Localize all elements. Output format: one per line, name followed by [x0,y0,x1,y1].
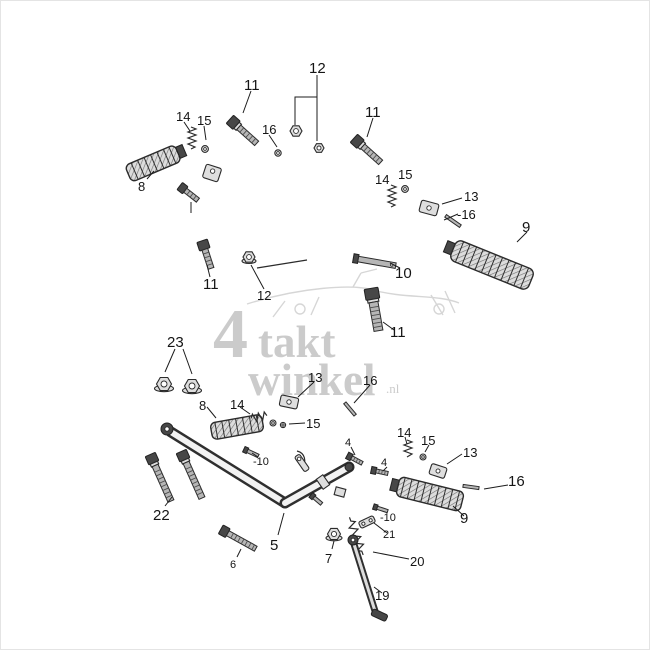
footpeg-rubber-rear-left [210,414,264,440]
bolt-11-top-right [350,134,384,166]
part-label: 15 [398,167,413,182]
spring-top-left [186,126,198,150]
nut-12-b [313,143,325,153]
washer-rear-left-a [269,419,277,427]
flange-nut-7 [325,527,343,542]
part-label: 9 [460,510,469,527]
part-label: 13 [308,370,323,385]
washer-rear-right [419,453,427,461]
part-label: 10 [395,265,412,282]
part-label: 16 [262,122,277,137]
part-label: -10 [380,512,396,524]
part-label: 4 [381,457,388,469]
flange-nut-23-a [153,376,175,393]
part-label: -16 [457,207,476,222]
mount-plate-13-right [418,199,440,217]
cap-nut-12-a [289,125,303,137]
part-label: 20 [410,554,425,569]
part-label: 12 [309,60,326,77]
part-label: 16 [508,473,525,490]
mount-plate-13-rear-right [428,463,448,479]
bolt-11-big [363,286,384,333]
watermark-word-bottom: winkel [248,355,376,405]
screw-4-b [369,465,389,477]
part-label: -10 [253,456,269,468]
thin-rod-mid [256,259,308,269]
small-screw-bracket [308,491,324,506]
pin-16-mid [343,401,357,417]
stand-bracket-21 [358,515,376,529]
bolt-6 [218,524,258,552]
bolt-11-top-left [226,115,260,147]
spring-rear-right [402,439,414,458]
part-label: 4 [345,437,352,449]
part-label: 8 [138,179,146,194]
screw-4-a [344,451,364,466]
part-label: 15 [421,433,436,448]
part-label: 16 [363,373,378,388]
flange-nut-23-b [181,378,203,395]
part-label: 15 [197,113,212,128]
washer-16-top [274,149,282,157]
part-label: 7 [325,551,333,566]
part-label: 13 [463,445,478,460]
part-label: 6 [230,559,237,571]
part-label: 15 [306,416,321,431]
footpeg-rubber-front-left [125,143,188,182]
part-label: 5 [270,537,279,554]
watermark-tld: .nl [386,381,400,396]
spring-rear-left [250,410,268,424]
part-label: 21 [383,529,396,541]
pin-10-stand [371,503,389,514]
part-label: 14 [375,172,390,187]
part-label: 19 [375,588,390,603]
footpeg-rubber-rear-right [389,476,465,512]
footpeg-rubber-front-right [442,240,534,290]
flange-nut-12-mid [241,251,257,265]
part-label: 8 [199,398,207,413]
part-label: 14 [397,425,412,440]
part-label: 22 [153,507,170,524]
part-label: 13 [464,189,479,204]
part-label: 11 [390,324,406,341]
part-label: 11 [244,77,260,94]
bolt-22-b [176,449,206,501]
bolt-under-footpeg [176,182,201,203]
mount-plate-13-mid [278,394,300,410]
pin-16-rear-right [462,483,480,491]
bolt-22-a [145,452,175,504]
watermark-digit: 4 [213,296,248,373]
part-label: 14 [230,397,245,412]
washer-top-right [401,185,409,193]
part-label: 11 [203,276,219,293]
mount-plate-top-left [202,163,222,183]
spring-top-right [386,184,398,208]
bolt-11-mid-left [196,238,215,270]
washer-top-left [201,145,209,153]
kickstand-19 [347,534,388,622]
washer-rear-left-b [279,421,287,429]
part-label: 12 [257,288,272,303]
part-label: 23 [167,334,184,351]
leader-lines [146,75,528,594]
part-label: 11 [365,104,381,121]
footrest-bracket-5 [160,422,355,509]
watermark-word-top: takt [258,317,336,367]
part-label: 14 [176,109,191,124]
part-label: 9 [522,219,531,236]
